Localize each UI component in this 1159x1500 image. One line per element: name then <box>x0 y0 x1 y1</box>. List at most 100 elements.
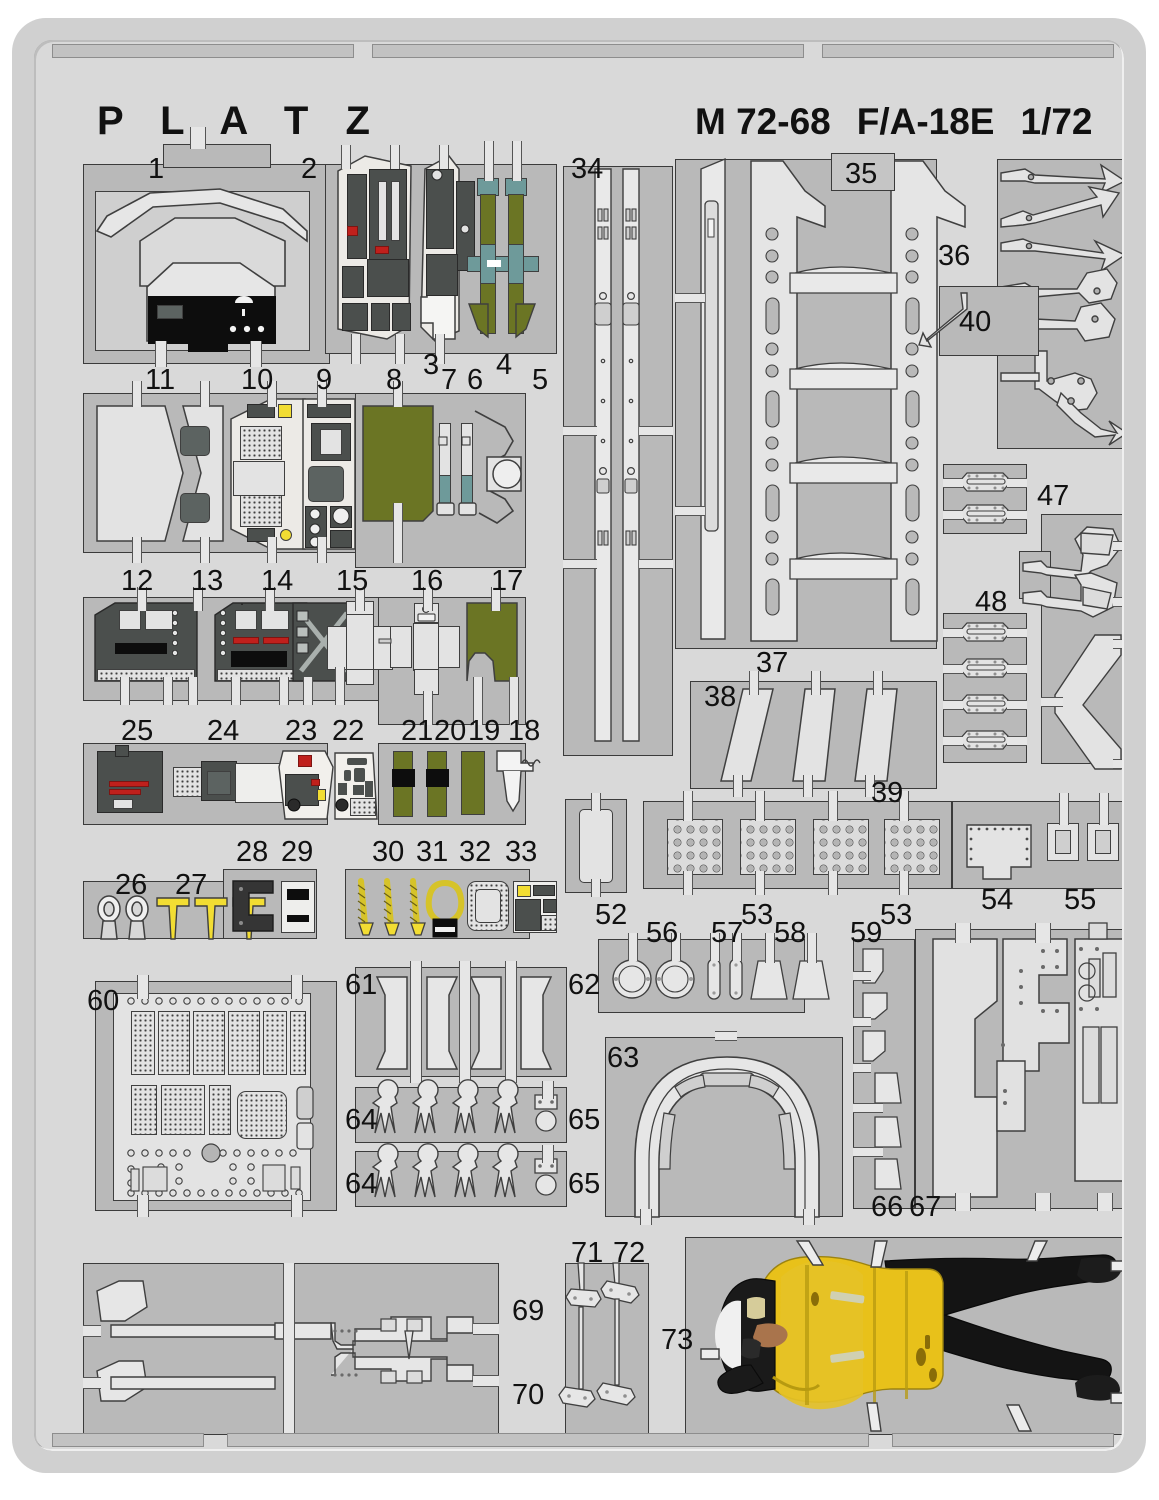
sprue-tab <box>473 1323 499 1335</box>
part-number-71: 71 <box>571 1237 604 1269</box>
figure-face <box>753 1323 788 1348</box>
part-number-64: 64 <box>345 1104 378 1136</box>
part-number-63: 63 <box>607 1042 640 1074</box>
sprue-tab <box>355 587 365 611</box>
part-22-center <box>346 613 374 671</box>
part-24-panel-strip <box>231 651 287 667</box>
sprue-tab <box>265 587 275 611</box>
sprue-tab <box>188 677 198 705</box>
part-25-switch-a <box>119 610 141 630</box>
frame-parts-67-68 <box>915 929 1123 1209</box>
sprue-tab <box>955 923 971 943</box>
part-26-decal-a <box>109 781 149 787</box>
sprue-tab <box>279 677 289 705</box>
figure-flight-suit <box>884 1254 1118 1383</box>
part-24-switch-a <box>235 610 257 630</box>
part-53-mesh-a <box>667 819 723 875</box>
sprue-tab <box>137 587 147 611</box>
figure-goggle-strap <box>747 1297 765 1319</box>
sprue-tab <box>591 793 601 811</box>
sprue-tab <box>899 791 909 821</box>
sprue-tab <box>853 1147 883 1157</box>
sprue-tab <box>1007 664 1027 674</box>
sprue-tab <box>1035 1193 1051 1211</box>
part-52-plate <box>579 809 613 883</box>
part-14-cushion <box>233 461 285 496</box>
sprue-tab <box>132 537 142 563</box>
part-number-24: 24 <box>207 715 240 747</box>
part-60-mesh-4 <box>228 1011 260 1075</box>
sprue-tab <box>628 933 638 961</box>
part-4-post-a <box>480 244 496 284</box>
part-13-pad-upper <box>180 426 210 456</box>
part-number-4: 4 <box>496 349 513 381</box>
part-number-22: 22 <box>332 715 365 747</box>
part-number-34: 34 <box>571 153 604 185</box>
part-15-gauge-block <box>330 506 352 528</box>
frame-parts-64-65-b <box>355 1151 567 1207</box>
part-55-window-b <box>1095 830 1111 854</box>
part-number-8: 8 <box>386 364 403 396</box>
part-60-mesh-10 <box>237 1091 287 1139</box>
fret-rail-notch <box>52 1433 204 1447</box>
sprue-tab <box>473 677 483 725</box>
part-number-17: 17 <box>491 565 524 597</box>
part-60-mesh-2 <box>158 1011 190 1075</box>
figure-life-vest <box>755 1255 944 1403</box>
part-55-window-a <box>1055 830 1071 854</box>
sprue-tab <box>563 426 597 436</box>
part-number-13: 13 <box>191 565 224 597</box>
part-number-37: 37 <box>756 647 789 679</box>
part-number-56: 56 <box>646 917 679 949</box>
sprue-tab <box>459 961 471 1083</box>
sprue-tab <box>542 1145 554 1163</box>
part-number-73: 73 <box>661 1324 694 1356</box>
sprue-tab <box>807 933 817 963</box>
part-number-70: 70 <box>512 1379 545 1411</box>
part-32-window <box>475 889 501 923</box>
part-number-10: 10 <box>241 364 274 396</box>
part-number-36: 36 <box>938 240 971 272</box>
part-31-band-b <box>426 769 449 787</box>
part-60-mesh-1 <box>131 1011 155 1075</box>
part-14-dot-panel-upper <box>240 426 282 460</box>
figure-mask <box>741 1338 761 1359</box>
figure-boot-upper <box>1077 1257 1122 1283</box>
sprue-tab <box>683 871 693 895</box>
sprue-tab <box>639 559 673 569</box>
part-33-grid <box>541 915 557 931</box>
sprue-tab <box>473 1375 499 1387</box>
part-25-label-strip <box>115 643 167 654</box>
part-4-post-b <box>508 244 524 284</box>
part-33-key-row <box>533 885 555 896</box>
part-number-65: 65 <box>568 1104 601 1136</box>
figure-vest-pocket-marks <box>811 1292 937 1382</box>
sprue-tab <box>1099 793 1109 825</box>
sprue-tab <box>853 1103 883 1113</box>
part-number-14: 14 <box>261 565 294 597</box>
sprue-tab <box>1113 597 1123 607</box>
sprue-tab <box>509 677 519 725</box>
part-30-band-a <box>392 769 415 787</box>
part-60-mesh-7 <box>131 1085 157 1135</box>
sprue-tab <box>755 791 765 821</box>
sprue-tab <box>675 293 705 303</box>
sprue-tab <box>715 1031 737 1041</box>
fret-rail-notch <box>822 44 1114 58</box>
figure-vest-shade <box>779 1260 863 1410</box>
part-number-69: 69 <box>512 1295 545 1327</box>
part-number-21: 21 <box>401 715 434 747</box>
frame-part-34 <box>563 166 673 756</box>
part-number-66: 66 <box>871 1191 904 1223</box>
part-number-20: 20 <box>434 715 467 747</box>
sprue-tab <box>120 677 130 705</box>
figure-glove <box>717 1364 764 1394</box>
part-26-handle <box>115 745 129 757</box>
part-29-button-row <box>287 889 309 900</box>
sprue-tab <box>943 478 963 488</box>
frame-part-37 <box>675 159 937 649</box>
part-number-39: 39 <box>871 777 904 809</box>
